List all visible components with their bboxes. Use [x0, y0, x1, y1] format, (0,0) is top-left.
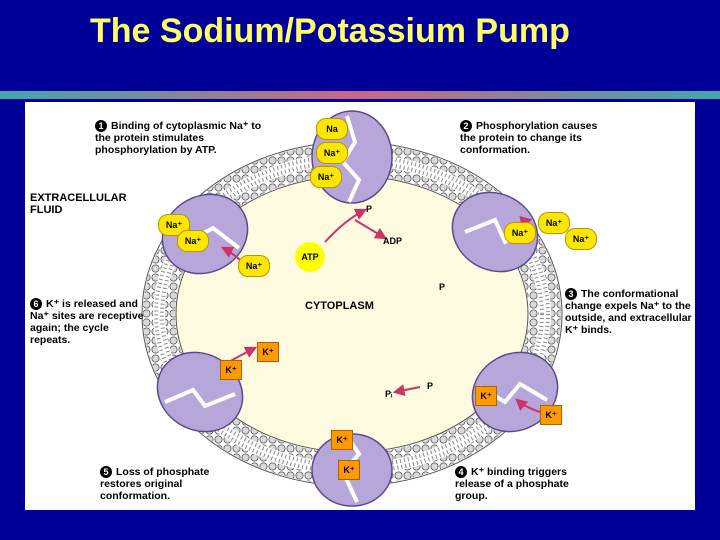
step-1-number: 1	[95, 120, 107, 132]
step-4-number: 4	[455, 466, 467, 478]
phosphorylation-arrow	[324, 208, 368, 243]
adp-label: ADP	[383, 236, 403, 246]
step-2-text: Phosphorylation causes the protein to ch…	[460, 120, 598, 156]
potassium-ion-step6-b: K⁺	[220, 360, 242, 380]
step-6-text: K⁺ is released and Na⁺ sites are recepti…	[30, 298, 144, 346]
phosphate-release-arrow	[392, 384, 421, 397]
slide-title: The Sodium/Potassium Pump	[90, 12, 570, 50]
step-1-text: Binding of cytoplasmic Na⁺ to the protei…	[95, 120, 262, 156]
sodium-ion-step1-a: Na	[316, 118, 348, 140]
step-5-number: 5	[100, 466, 112, 478]
sodium-ion-step1-c: Na⁺	[310, 166, 342, 188]
title-divider	[0, 91, 720, 99]
cytoplasm-label: CYTOPLASM	[305, 300, 374, 312]
sodium-ion-out-a: Na⁺	[538, 212, 570, 234]
sodium-ion-step6-b: Na⁺	[177, 230, 209, 252]
step-6-number: 6	[30, 298, 42, 310]
potassium-ion-step4-b: K⁺	[338, 460, 360, 480]
potassium-ion-step4-a: K⁺	[331, 430, 353, 450]
sodium-ion-out-b: Na⁺	[565, 228, 597, 250]
phosphate-label-step-4: P	[427, 381, 434, 391]
step-3-text: The conformational change expels Na⁺ to …	[565, 288, 692, 336]
step-3-number: 3	[565, 288, 577, 300]
sodium-ion-cytoplasm: Na⁺	[238, 255, 270, 277]
pump-diagram-graphic	[141, 110, 563, 507]
adp-release-arrow	[354, 219, 388, 240]
potassium-ion-step6-a: K⁺	[257, 342, 279, 362]
phosphate-label-step-3: P	[439, 282, 446, 292]
potassium-ion-step3-b: K⁺	[540, 405, 562, 425]
sodium-entry-arrow	[220, 246, 241, 261]
atp-label: ATP	[295, 242, 325, 272]
phosphate-label-step-2: P	[366, 204, 373, 214]
inorganic-phosphate-label: Pᵢ	[385, 389, 393, 399]
step-2-number: 2	[460, 120, 472, 132]
sodium-ion-step1-b: Na⁺	[316, 142, 348, 164]
potassium-ion-step3-a: K⁺	[475, 386, 497, 406]
step-5-text: Loss of phosphate restores original conf…	[100, 466, 210, 502]
potassium-bind-arrow	[515, 398, 541, 413]
pump-protein-step-3	[471, 351, 559, 433]
step-4-text: K⁺ binding triggers release of a phospha…	[455, 466, 569, 502]
extracellular-label: EXTRACELLULAR FLUID	[30, 192, 127, 216]
sodium-ion-step2-a: Na⁺	[504, 222, 536, 244]
